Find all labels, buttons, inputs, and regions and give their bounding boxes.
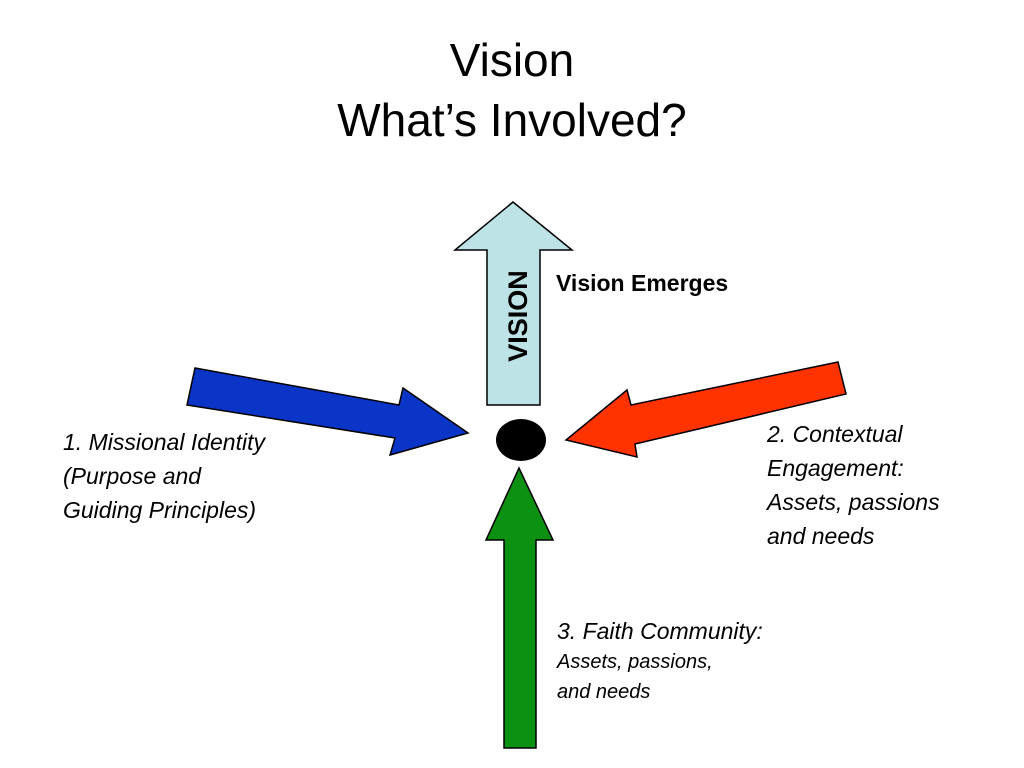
- title-line-2: What’s Involved?: [337, 94, 687, 146]
- faith-label-line: Assets, passions,: [557, 651, 713, 673]
- context-label-line: and needs: [767, 523, 875, 549]
- faith-label: 3. Faith Community: Assets, passions, an…: [557, 615, 763, 707]
- context-label: 2. Contextual Engagement: Assets, passio…: [767, 417, 940, 553]
- vision-emerges-label: Vision Emerges: [556, 270, 729, 296]
- vision-arrow-text: VISION: [503, 270, 533, 362]
- context-label-line: Engagement:: [767, 455, 904, 481]
- faith-label-line: 3. Faith Community:: [557, 618, 763, 644]
- center-dot: [496, 419, 546, 461]
- context-label-line: 2. Contextual: [767, 421, 903, 447]
- context-arrow: [564, 361, 847, 458]
- context-label-line: Assets, passions: [767, 489, 940, 515]
- mission-label-line: (Purpose and: [63, 463, 202, 489]
- title-line-1: Vision: [449, 34, 575, 86]
- mission-label: 1. Missional Identity (Purpose and Guidi…: [63, 425, 265, 527]
- mission-label-line: Guiding Principles): [63, 497, 257, 523]
- faith-arrow: [484, 466, 555, 749]
- mission-label-line: 1. Missional Identity: [63, 429, 265, 455]
- faith-label-line: and needs: [557, 681, 651, 703]
- vision-arrow: [452, 201, 575, 406]
- mission-arrow: [186, 367, 470, 457]
- slide-title: Vision What’s Involved?: [0, 30, 1024, 150]
